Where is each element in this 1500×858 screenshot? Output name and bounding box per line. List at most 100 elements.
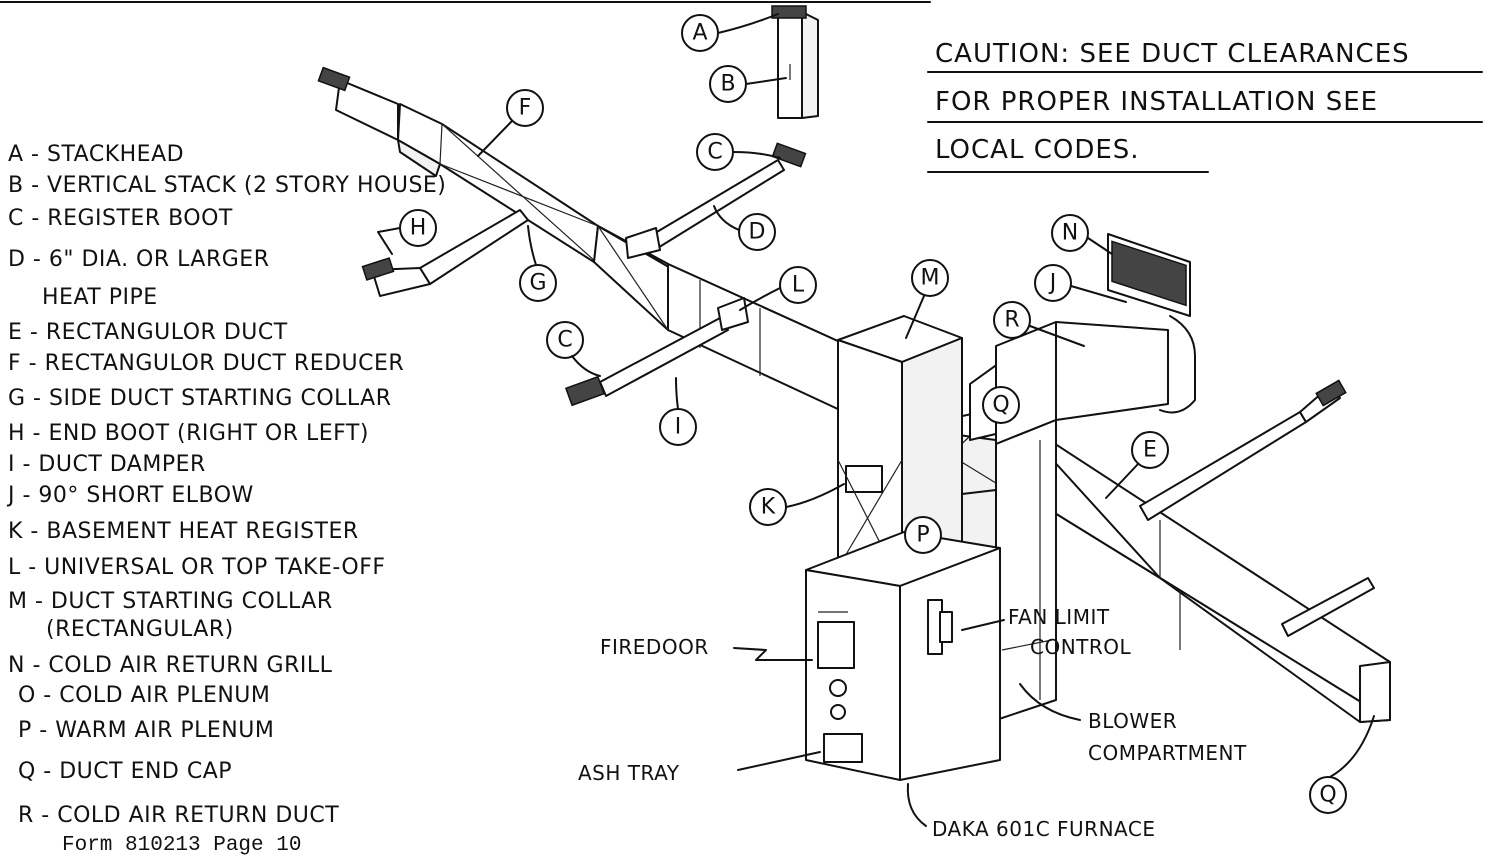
callout-c-upper-label: C	[707, 140, 722, 165]
plenum-brace	[837, 459, 903, 569]
legend-item: P - WARM AIR PLENUM	[18, 718, 274, 743]
legend-item: E - RECTANGULOR DUCT	[8, 320, 288, 345]
fan-limit-label-1: FAN LIMIT	[1008, 605, 1110, 629]
caution-note: CAUTION: SEE DUCT CLEARANCES FOR PROPER …	[927, 39, 1483, 173]
furnace-knob	[830, 704, 846, 720]
firedoor	[817, 621, 855, 669]
caution-line-3: LOCAL CODES.	[935, 135, 1140, 165]
callout-b-label: B	[720, 72, 735, 97]
trunk-brace	[441, 123, 597, 263]
callout-r-leader	[1029, 325, 1085, 347]
legend-item: L - UNIVERSAL OR TOP TAKE-OFF	[8, 555, 386, 580]
callout-q-lower	[1309, 776, 1347, 814]
callout-c-lower-leader	[571, 355, 601, 377]
callout-q-lower-label: Q	[1319, 783, 1336, 808]
duct-end-cap	[1359, 661, 1391, 723]
legend-item: I - DUCT DAMPER	[8, 452, 206, 477]
legend-item: Q - DUCT END CAP	[18, 759, 232, 784]
heat-pipe-far-right	[1281, 577, 1375, 637]
callout-i-leader	[675, 377, 679, 410]
callout-h-leader	[377, 227, 401, 255]
parts-legend: A - STACKHEAD B - VERTICAL STACK (2 STOR…	[6, 142, 446, 857]
callout-n	[1051, 214, 1089, 252]
callout-g	[519, 264, 557, 302]
callout-e	[1131, 431, 1169, 469]
callout-k-leader	[785, 483, 845, 508]
heat-pipe-right	[1139, 411, 1307, 521]
callouts: A B C D F H G L C I M N	[377, 13, 1375, 814]
fan-limit-control-box	[939, 611, 953, 643]
legend-item: C - REGISTER BOOT	[8, 206, 233, 231]
callout-j-leader	[1070, 285, 1127, 303]
legend-item: HEAT PIPE	[42, 285, 158, 310]
trunk-end-grill	[317, 66, 351, 92]
callout-m-leader	[905, 295, 925, 339]
stackhead-grill	[771, 5, 807, 19]
legend-item: O - COLD AIR PLENUM	[18, 683, 270, 708]
callout-b-leader	[745, 77, 787, 85]
furnace-label: DAKA 601C FURNACE	[932, 817, 1155, 841]
legend-item: F - RECTANGULOR DUCT REDUCER	[8, 351, 404, 376]
ash-tray	[823, 733, 863, 763]
legend-item: N - COLD AIR RETURN GRILL	[8, 653, 333, 678]
blower-seam	[1001, 639, 1053, 651]
callout-f	[506, 89, 544, 127]
trunk-brace	[597, 225, 669, 331]
legend-item: J - 90° SHORT ELBOW	[6, 483, 254, 508]
callout-p-label: P	[916, 523, 929, 548]
callout-a-label: A	[692, 21, 707, 46]
callout-i-label: I	[675, 415, 682, 440]
callout-f-leader	[477, 120, 513, 157]
end-boot	[371, 267, 431, 297]
callout-l-label: L	[792, 273, 805, 298]
furnace	[805, 315, 1001, 781]
callout-g-leader	[527, 225, 537, 266]
callout-c-lower-label: C	[557, 328, 572, 353]
firedoor-label: FIREDOOR	[600, 635, 709, 659]
universal-take-off	[717, 297, 749, 331]
callout-c-lower	[546, 321, 584, 359]
fan-limit-label-2: CONTROL	[1030, 635, 1132, 659]
main-trunk-duct	[317, 66, 841, 411]
basement-heat-register	[845, 465, 883, 493]
callout-d-leader	[713, 205, 740, 231]
callout-q-upper	[982, 386, 1020, 424]
legend-item: D - 6" DIA. OR LARGER	[8, 247, 269, 272]
part-labels: FIREDOOR FAN LIMIT CONTROL ASH TRAY BLOW…	[578, 605, 1246, 841]
trunk-reducer-bottom	[397, 139, 441, 177]
callout-n-label: N	[1062, 221, 1078, 246]
blower-leader	[1019, 683, 1081, 721]
ash-tray-label: ASH TRAY	[578, 761, 680, 785]
cold-air-return-grill	[1111, 240, 1187, 307]
callout-f-label: F	[519, 96, 532, 121]
callout-r-label: R	[1004, 308, 1019, 333]
callout-q-lower-leader	[1329, 715, 1375, 778]
heat-pipe-left	[419, 209, 529, 285]
legend-item: R - COLD AIR RETURN DUCT	[18, 803, 339, 828]
caution-line-1: CAUTION: SEE DUCT CLEARANCES	[935, 39, 1410, 69]
callout-m	[911, 259, 949, 297]
register-boot-upper	[771, 142, 807, 168]
furnace-side	[899, 547, 1001, 781]
trunk-end-boot	[335, 79, 399, 141]
callout-a-leader	[717, 13, 779, 34]
legend-item: (RECTANGULAR)	[46, 617, 234, 642]
callout-e-leader	[1105, 463, 1139, 499]
callout-j	[1034, 264, 1072, 302]
furnace-leader	[906, 783, 927, 827]
ash-tray-leader	[737, 751, 821, 771]
return-elbow	[1159, 315, 1196, 414]
take-off-box	[625, 227, 661, 259]
form-number: Form 810213 Page 10	[62, 834, 301, 857]
callout-r	[993, 301, 1031, 339]
legend-item: H - END BOOT (RIGHT OR LEFT)	[8, 421, 369, 446]
callout-n-leader	[1087, 237, 1113, 255]
firedoor-leader	[733, 647, 813, 661]
callout-e-label: E	[1143, 438, 1157, 463]
trunk-seam	[439, 123, 443, 165]
callout-g-label: G	[529, 271, 546, 296]
cold-air-plenum	[995, 419, 1057, 721]
callout-l	[779, 266, 817, 304]
callout-h-label: H	[410, 216, 427, 241]
